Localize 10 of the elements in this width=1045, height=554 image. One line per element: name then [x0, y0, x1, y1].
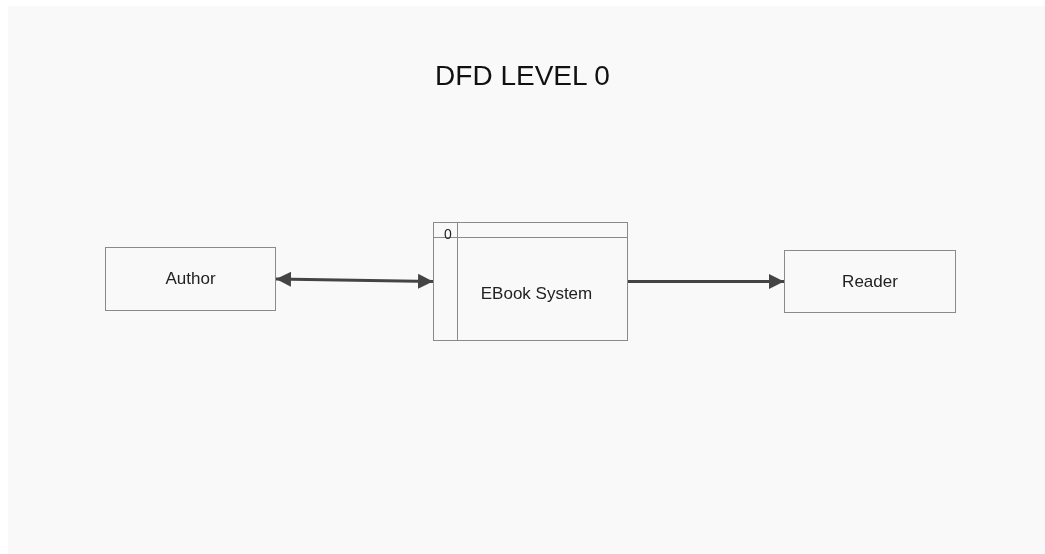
entity-label: Author — [165, 268, 216, 291]
arrow — [628, 274, 784, 289]
process-label: EBook System — [480, 282, 593, 305]
process-number: 0 — [444, 227, 452, 241]
entity-label: Reader — [842, 270, 898, 293]
diagram-title: DFD LEVEL 0 — [435, 59, 610, 93]
entity-box — [105, 247, 276, 311]
arrow — [275, 271, 434, 289]
entity-box — [784, 250, 956, 313]
process-box — [433, 222, 628, 341]
